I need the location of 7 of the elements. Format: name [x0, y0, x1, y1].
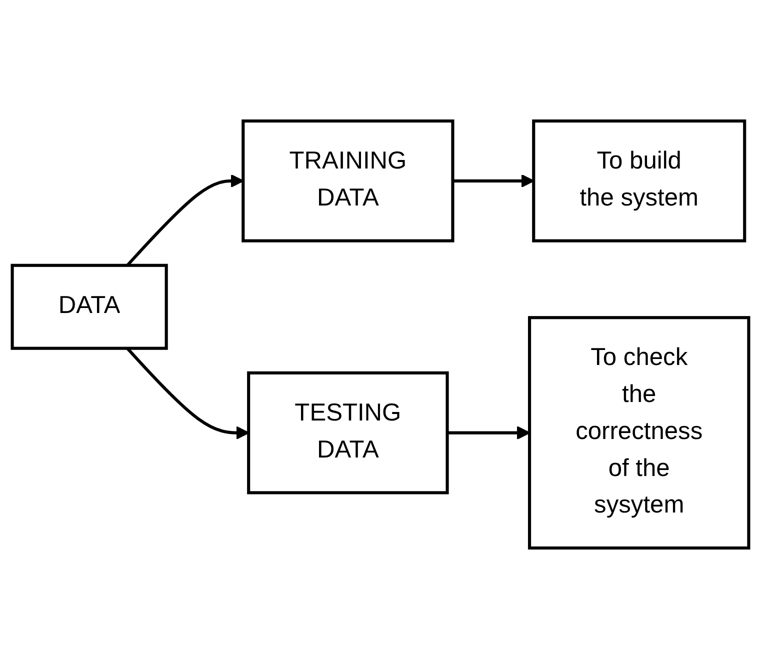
node-box: To check the correctness of the sysytem [528, 316, 750, 550]
node-box: To build the system [532, 119, 746, 242]
node-box: TESTING DATA [247, 371, 449, 494]
arrow [452, 174, 534, 188]
node-box: TRAINING DATA [242, 119, 454, 242]
node-box: DATA [10, 264, 168, 350]
arrow [447, 426, 530, 440]
